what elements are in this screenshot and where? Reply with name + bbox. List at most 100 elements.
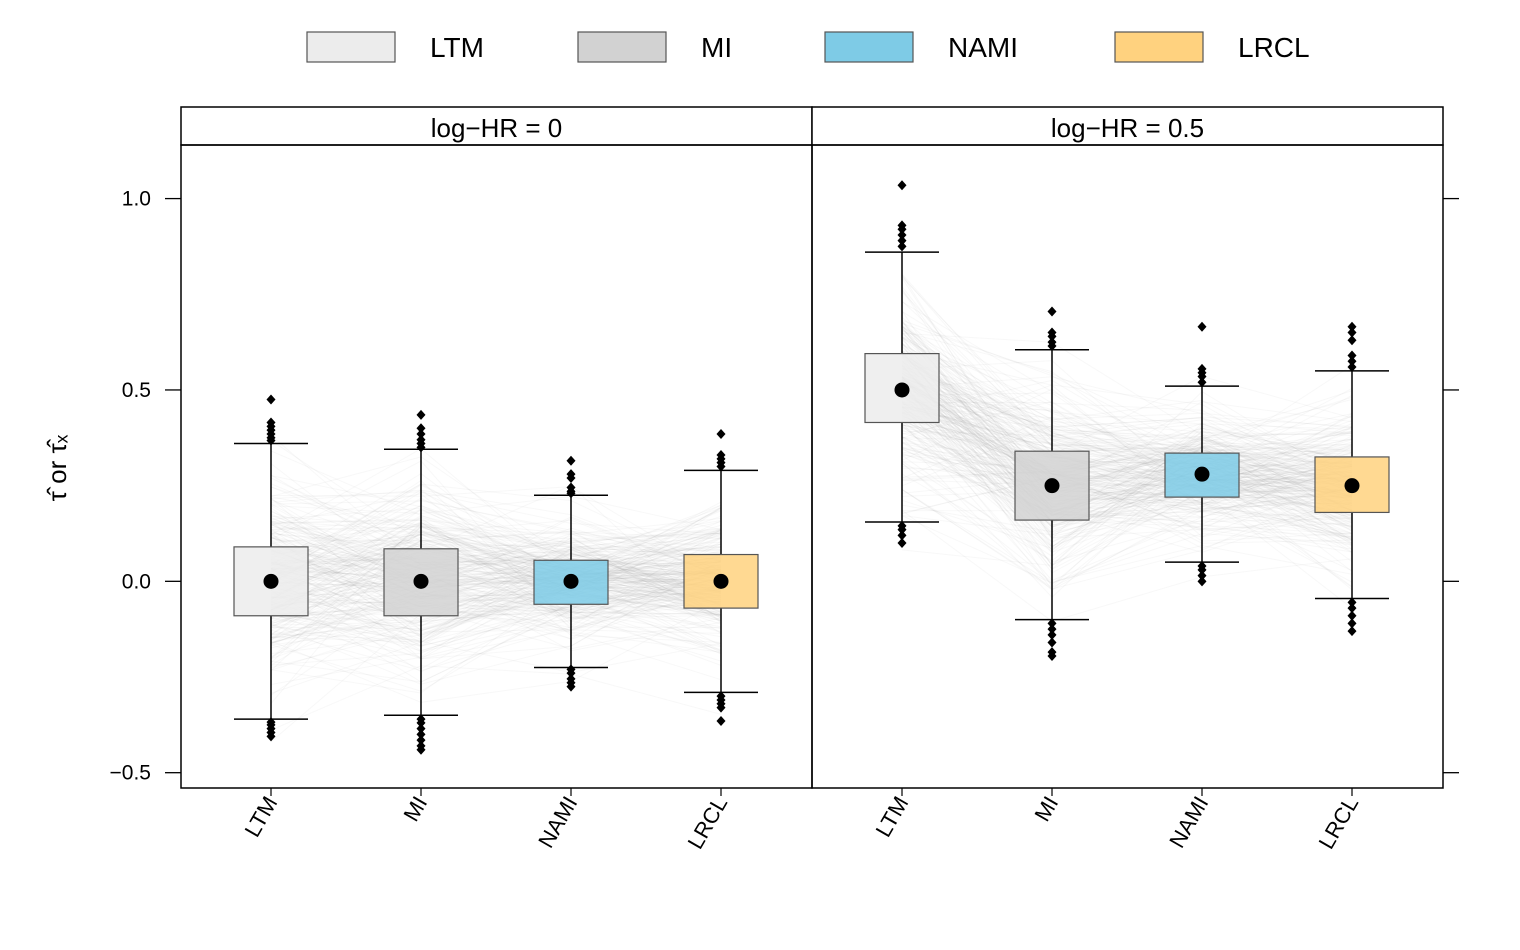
paired-line: [270, 574, 722, 598]
paired-line: [901, 361, 1353, 437]
paired-line: [901, 366, 1353, 538]
x-tick-label-mi: MI: [1029, 792, 1063, 826]
paired-line: [270, 551, 722, 606]
paired-line: [270, 507, 722, 598]
paired-line: [901, 326, 1353, 539]
paired-line: [270, 486, 722, 578]
box-ltm: [233, 394, 309, 742]
paired-line: [270, 591, 722, 647]
paired-line: [901, 401, 1353, 591]
paired-line: [270, 530, 722, 559]
paired-line: [901, 345, 1353, 530]
paired-line: [270, 554, 722, 620]
paired-line: [270, 552, 722, 598]
paired-line: [901, 413, 1353, 505]
paired-line: [901, 360, 1353, 495]
paired-line: [270, 572, 722, 658]
paired-line: [270, 543, 722, 598]
panel-2: log−HR = 0.5: [811, 106, 1444, 789]
paired-line: [270, 582, 722, 694]
paired-line: [270, 491, 722, 562]
panel-frame: [811, 144, 1444, 789]
outlier-point: [1197, 570, 1207, 581]
y-tick-label: 1.0: [122, 188, 151, 211]
paired-line: [901, 381, 1353, 512]
paired-line: [270, 514, 722, 652]
paired-line: [270, 500, 722, 619]
paired-line: [270, 574, 722, 643]
mean-point: [263, 573, 279, 589]
paired-line: [270, 474, 722, 569]
x-tick-label-lrcl: LRCL: [1314, 792, 1364, 853]
paired-line: [901, 377, 1353, 487]
outlier-point: [416, 744, 426, 755]
paired-line: [270, 569, 722, 619]
paired-line: [901, 330, 1353, 485]
paired-line: [901, 420, 1353, 500]
paired-line: [270, 545, 722, 600]
paired-line: [270, 543, 722, 594]
paired-line: [270, 527, 722, 583]
paired-line: [270, 483, 722, 589]
paired-line: [901, 405, 1353, 497]
paired-line: [901, 343, 1353, 567]
paired-line: [901, 372, 1353, 460]
paired-line: [270, 544, 722, 610]
paired-line: [901, 316, 1353, 492]
paired-line: [270, 572, 722, 638]
paired-line: [270, 539, 722, 660]
paired-line: [270, 499, 722, 555]
paired-line: [901, 392, 1353, 475]
paired-line: [901, 444, 1353, 508]
paired-line: [270, 546, 722, 589]
paired-line: [901, 501, 1353, 553]
paired-line: [901, 320, 1353, 524]
outlier-point: [416, 409, 426, 420]
paired-line: [901, 454, 1353, 563]
box-lrcl: [683, 428, 759, 727]
paired-line: [270, 532, 722, 624]
paired-line: [901, 378, 1353, 501]
paired-line: [270, 605, 722, 660]
paired-line: [270, 516, 722, 614]
paired-line: [270, 569, 722, 626]
paired-line: [901, 355, 1353, 488]
y-tick-label: 0.0: [122, 570, 151, 593]
legend-swatch-lrcl: [1114, 31, 1204, 63]
paired-line: [901, 451, 1353, 563]
paired-line: [270, 555, 722, 621]
paired-line: [270, 560, 722, 638]
paired-line: [270, 536, 722, 564]
y-axis: −0.50.00.51.0: [110, 188, 1459, 785]
paired-line: [901, 425, 1353, 548]
paired-line: [270, 551, 722, 628]
legend-item-lrcl: LRCL: [1114, 31, 1310, 63]
paired-line: [901, 355, 1353, 496]
paired-line: [901, 437, 1353, 515]
paired-line: [270, 483, 722, 573]
paired-line: [901, 337, 1353, 532]
paired-line: [901, 400, 1353, 553]
outlier-point: [716, 716, 726, 727]
paired-line: [270, 533, 722, 625]
paired-line: [901, 382, 1353, 490]
paired-line: [901, 452, 1353, 588]
paired-line: [270, 539, 722, 636]
paired-line: [901, 327, 1353, 507]
paired-line: [901, 350, 1353, 536]
paired-line: [270, 505, 722, 589]
paired-line: [270, 540, 722, 611]
box-mi: [383, 409, 459, 755]
panel-strip-label: log−HR = 0.5: [1051, 113, 1204, 143]
paired-line: [901, 447, 1353, 485]
paired-line: [270, 535, 722, 638]
paired-line: [270, 626, 722, 672]
paired-line: [270, 486, 722, 611]
paired-line: [901, 337, 1353, 479]
paired-line: [901, 400, 1353, 539]
paired-line: [270, 572, 722, 609]
outlier-point: [566, 668, 576, 679]
paired-line: [270, 553, 722, 648]
paired-line: [270, 665, 722, 731]
paired-line: [270, 547, 722, 571]
